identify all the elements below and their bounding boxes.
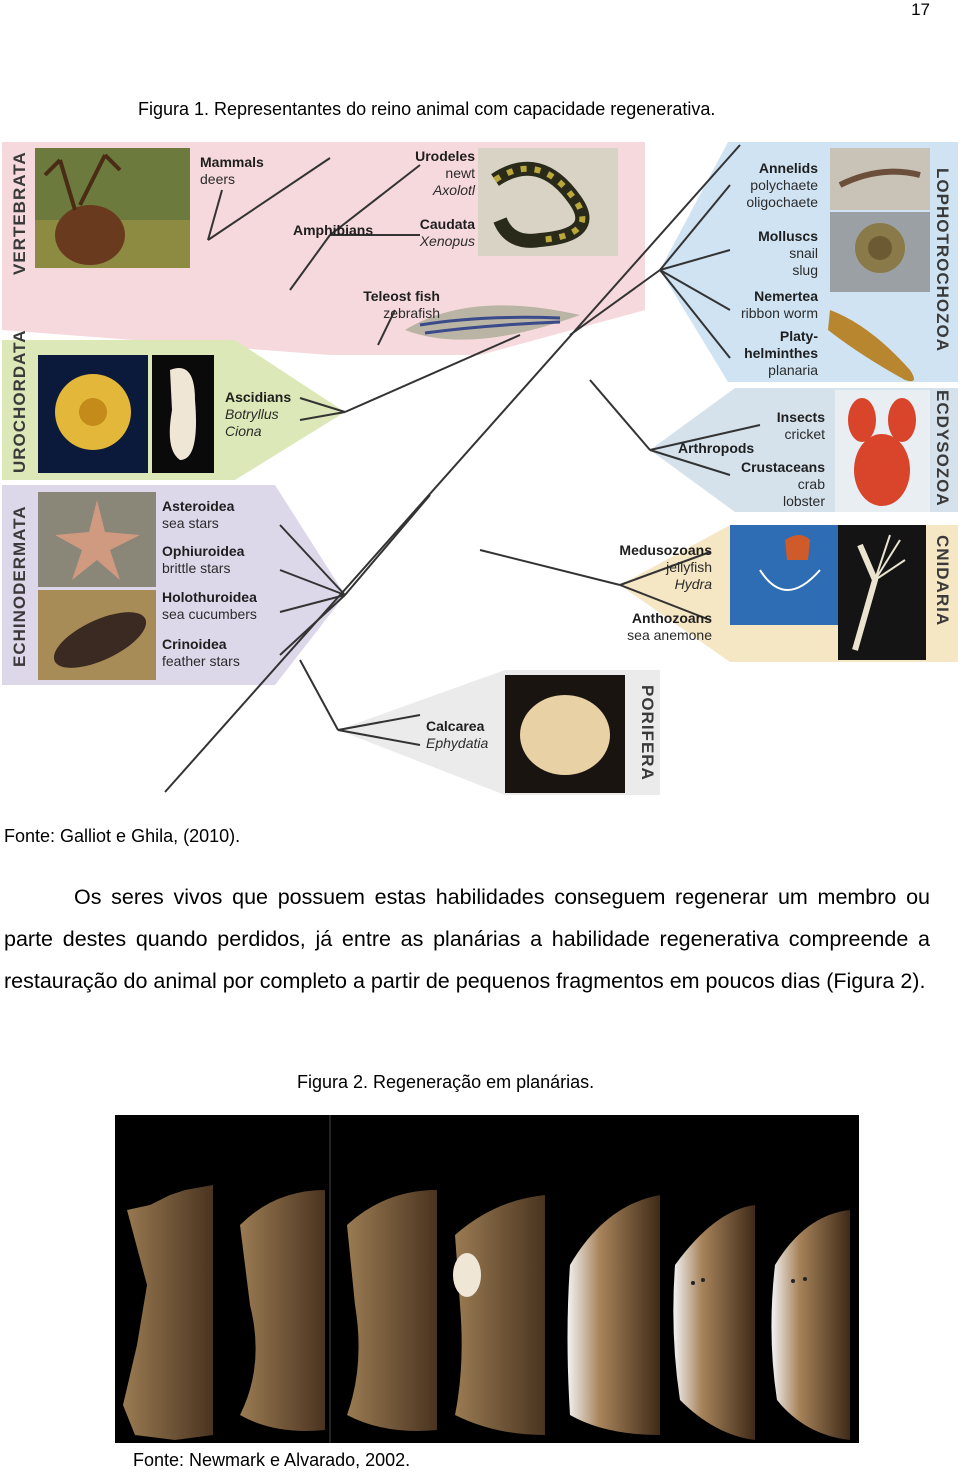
planaria-stage-4 [453,1195,545,1435]
amphibians-label: Amphibians [293,222,374,238]
sea-cucumber-photo [38,590,156,680]
phylogeny-tree-graphic [2,142,958,795]
planaria-stage-6 [673,1205,755,1440]
page-number: 17 [911,0,930,19]
planaria-stage-7 [771,1210,850,1440]
zebrafish-photo [405,305,580,340]
body-paragraph: Os seres vivos que possuem estas habilid… [4,876,930,1002]
ciona-photo [152,355,214,473]
polychaete-photo [830,148,930,210]
hydra-photo [838,525,926,660]
vertebrata-label: VERTEBRATA [10,151,29,275]
ecdysozoa-label: ECDYSOZOA [933,390,952,507]
deer-photo [35,148,190,268]
figure2-source: Fonte: Newmark e Alvarado, 2002. [133,1450,411,1470]
lobster-photo [835,390,930,512]
botryllus-photo [38,355,148,473]
planaria-stage-3 [347,1190,437,1431]
figure2-caption: Figura 2. Regeneração em planárias. [297,1072,595,1092]
planaria-stage-1 [123,1185,213,1440]
arthropods-label: Arthropods [678,440,755,456]
planaria-photo [828,310,914,382]
lophotrochozoa-label: LOPHOTROCHOZOA [933,168,952,352]
figure1-phylogeny: VERTEBRATA UROCHORDATA ECHINODERMATA LOP… [0,140,960,800]
figure2-planaria-regeneration [115,1115,859,1443]
body-paragraph-text: Os seres vivos que possuem estas habilid… [4,885,930,993]
jellyfish-photo [730,525,838,625]
newt-photo [478,148,618,256]
planaria-stage-2 [240,1190,325,1431]
sponge-photo [505,675,625,793]
urochordata-label: UROCHORDATA [10,329,29,473]
cnidaria-label: CNIDARIA [933,535,952,627]
porifera-label: PORIFERA [638,685,657,781]
sea-star-photo [38,492,156,587]
echinodermata-label: ECHINODERMATA [10,505,29,667]
planaria-stage-5 [567,1195,660,1435]
figure1-caption: Figura 1. Representantes do reino animal… [138,99,716,119]
snail-photo [830,212,930,292]
figure1-source: Fonte: Galliot e Ghila, (2010). [4,826,241,846]
planaria-series-graphic [123,1115,850,1443]
